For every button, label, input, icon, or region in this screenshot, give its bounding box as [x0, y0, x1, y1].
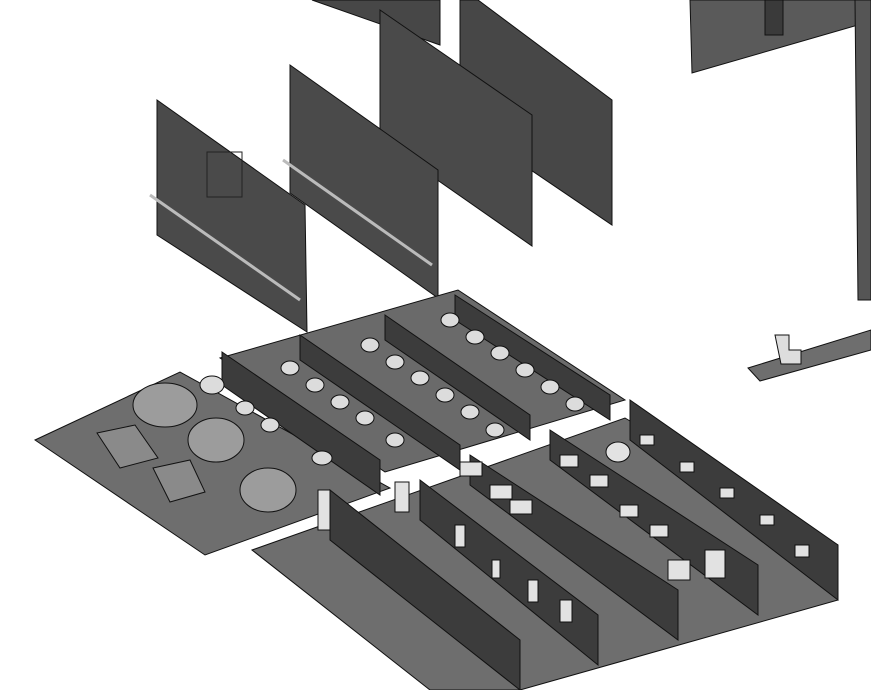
wall-panel-a[interactable] [156, 99, 308, 333]
bathtub [132, 382, 198, 428]
toilet-single [774, 334, 802, 365]
wall-toilets-3[interactable] [384, 314, 531, 441]
bathtub [187, 417, 245, 463]
bathtub [239, 467, 297, 513]
lane-wall-5[interactable] [629, 399, 839, 602]
floor-small-right[interactable] [747, 329, 871, 382]
bathtub [152, 459, 206, 503]
wall-toilets-4[interactable] [454, 294, 611, 421]
shelf-b [282, 158, 433, 267]
floor-bathtubs[interactable] [33, 371, 392, 556]
bathtub [96, 424, 159, 469]
window-icon [206, 151, 243, 198]
shelf-a [149, 193, 301, 302]
door-icon [764, 0, 784, 36]
column-right[interactable] [854, 0, 871, 301]
wall-panel-c[interactable] [379, 9, 533, 247]
toilet-rows [199, 312, 585, 466]
sinks-urinals [317, 434, 810, 623]
wall-toilets-1[interactable] [221, 351, 381, 496]
